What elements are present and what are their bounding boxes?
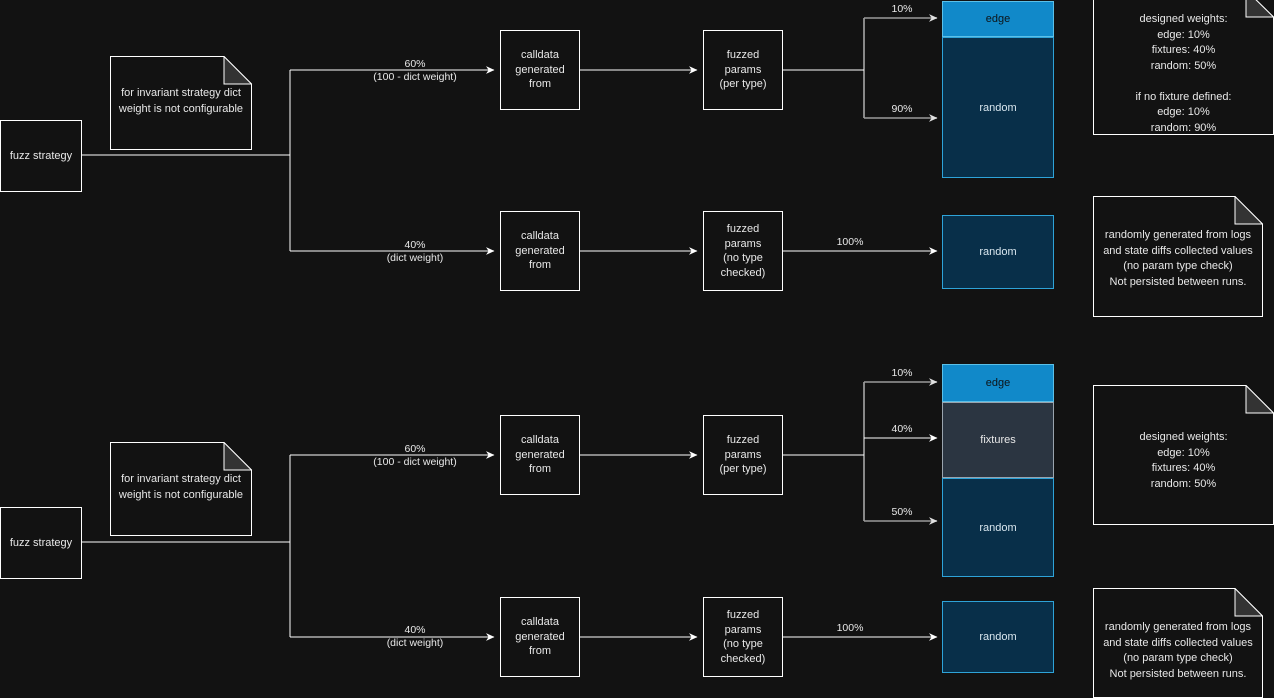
weight-label-bottom-random-50: 50% [891, 506, 913, 518]
weight-cell-bottom-random[interactable]: random [942, 478, 1054, 577]
node-fuzzed-params-bottom-nondict[interactable]: fuzzed params (per type) [703, 415, 783, 495]
weight-cell-bottom-edge[interactable]: edge [942, 364, 1054, 402]
weight-label-top-edge-10: 10% [891, 3, 913, 15]
note-designed-weights-bottom: designed weights: edge: 10% fixtures: 40… [1093, 385, 1274, 525]
weight-cell-top-random[interactable]: random [942, 37, 1054, 178]
node-fuzzed-params-top-nondict[interactable]: fuzzed params (per type) [703, 30, 783, 110]
note-text: for invariant strategy dict weight is no… [118, 473, 244, 501]
note-shape-icon [110, 56, 252, 150]
node-fuzz-strategy-bottom[interactable]: fuzz strategy [0, 507, 82, 579]
weight-label-bottom-edge-10: 10% [891, 367, 913, 379]
node-calldata-bottom-nondict[interactable]: calldata generated from [500, 415, 580, 495]
node-calldata-top-nondict[interactable]: calldata generated from [500, 30, 580, 110]
note-text: randomly generated from logs and state d… [1103, 229, 1253, 288]
note-shape-icon [1093, 196, 1263, 317]
weight-label-bottom-dict-100: 100% [836, 622, 864, 634]
note-designed-weights-top: designed weights: edge: 10% fixtures: 40… [1093, 0, 1274, 135]
note-random-source-top: randomly generated from logs and state d… [1093, 196, 1263, 317]
note-invariant-dict-weight-top: for invariant strategy dict weight is no… [110, 56, 252, 150]
node-fuzzed-params-top-dict[interactable]: fuzzed params (no type checked) [703, 211, 783, 291]
note-random-source-bottom: randomly generated from logs and state d… [1093, 588, 1263, 698]
weight-cell-top-dict-random[interactable]: random [942, 215, 1054, 289]
edge-label-top-60: 60% (100 - dict weight) [373, 58, 457, 83]
note-text: designed weights: edge: 10% fixtures: 40… [1139, 431, 1228, 490]
note-invariant-dict-weight-bottom: for invariant strategy dict weight is no… [110, 442, 252, 536]
weight-cell-top-edge[interactable]: edge [942, 1, 1054, 37]
weight-label-bottom-fixtures-40: 40% [891, 423, 913, 435]
node-calldata-top-dict[interactable]: calldata generated from [500, 211, 580, 291]
edge-label-bottom-40: 40% (dict weight) [386, 624, 444, 649]
edge-label-bottom-60: 60% (100 - dict weight) [373, 443, 457, 468]
node-fuzz-strategy-top[interactable]: fuzz strategy [0, 120, 82, 192]
note-shape-icon [1093, 588, 1263, 698]
note-text: randomly generated from logs and state d… [1103, 621, 1253, 680]
weight-cell-bottom-dict-random[interactable]: random [942, 601, 1054, 673]
weight-cell-bottom-fixtures[interactable]: fixtures [942, 402, 1054, 478]
edge-label-top-40: 40% (dict weight) [386, 239, 444, 264]
weight-label-top-dict-100: 100% [836, 236, 864, 248]
note-shape-icon [110, 442, 252, 536]
node-calldata-bottom-dict[interactable]: calldata generated from [500, 597, 580, 677]
note-text: for invariant strategy dict weight is no… [118, 87, 244, 115]
note-text: designed weights: edge: 10% fixtures: 40… [1135, 13, 1232, 134]
node-fuzzed-params-bottom-dict[interactable]: fuzzed params (no type checked) [703, 597, 783, 677]
weight-label-top-random-90: 90% [891, 103, 913, 115]
